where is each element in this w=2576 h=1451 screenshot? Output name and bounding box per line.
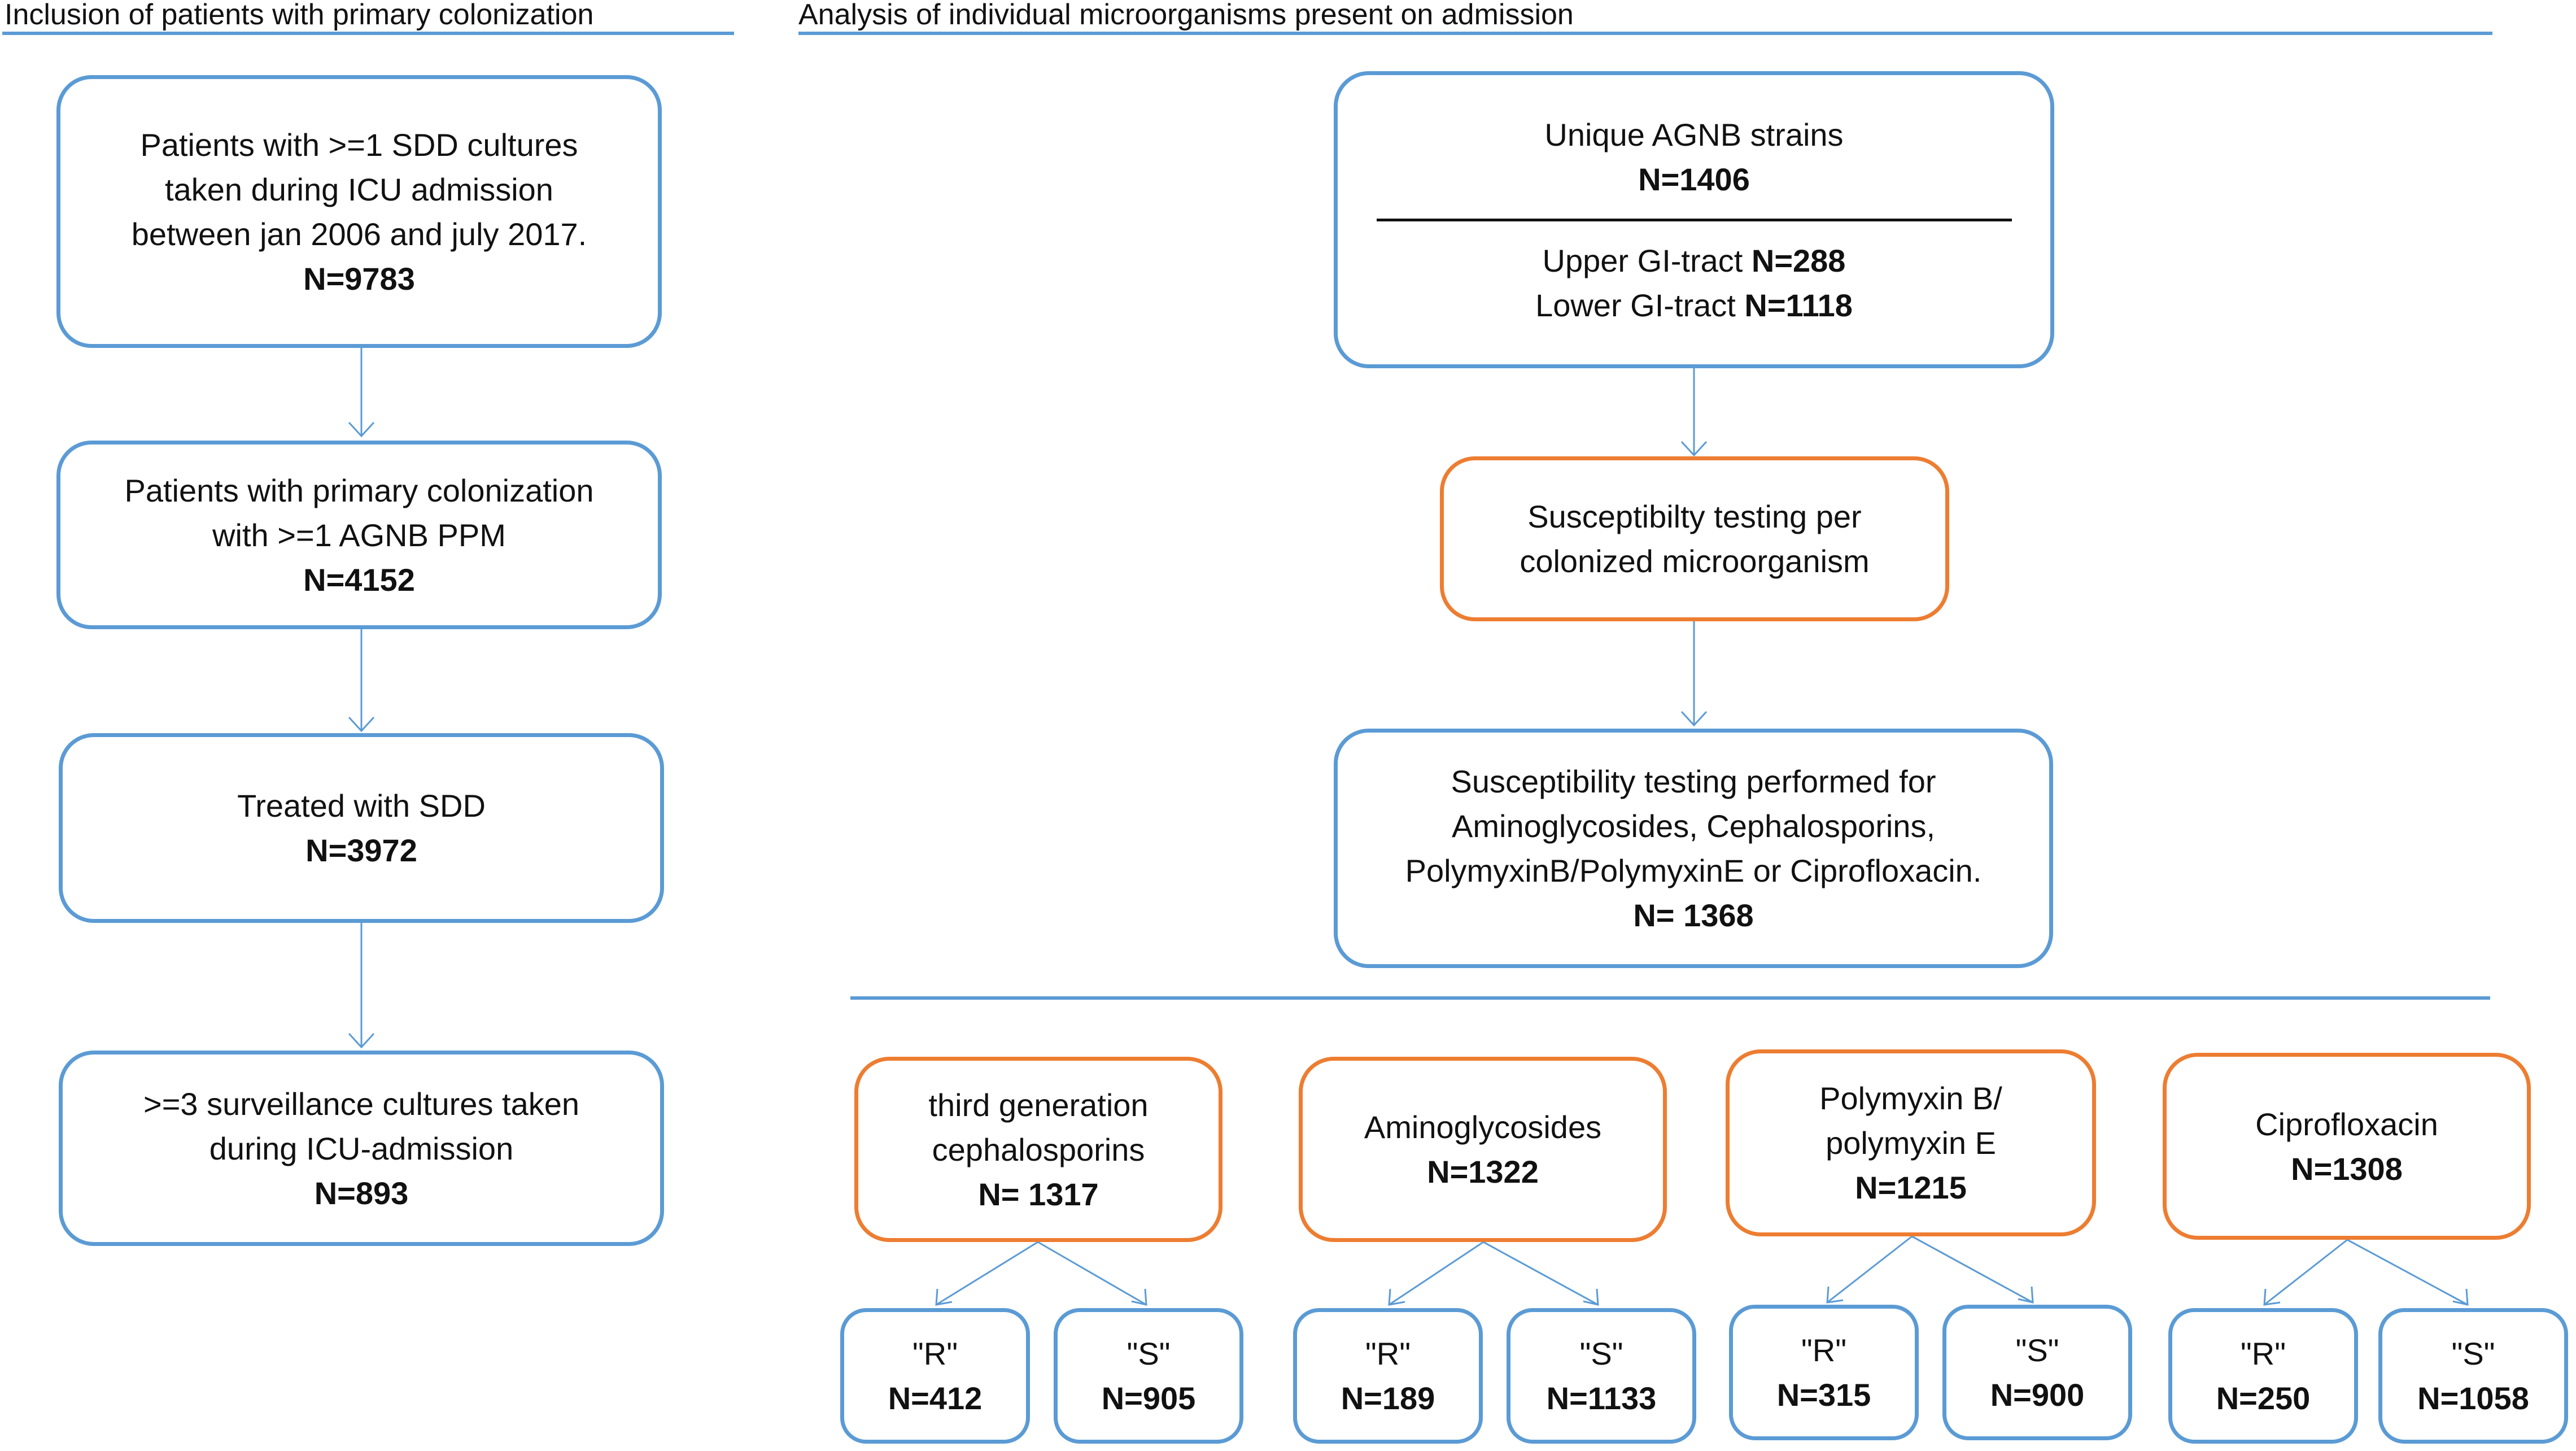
box-primary-colonization: Patients with primary colonization with … — [56, 441, 662, 629]
box-line: Treated with SDD — [237, 788, 486, 823]
left-section-heading: Inclusion of patients with primary colon… — [5, 0, 594, 31]
box-cephalosporins-susceptible: "S" N=905 — [1054, 1308, 1243, 1444]
box-line: between jan 2006 and july 2017. — [131, 216, 587, 252]
susceptible-label: "S" — [1127, 1336, 1171, 1371]
resistant-count: N=315 — [1776, 1377, 1871, 1413]
box-count: N=1215 — [1855, 1170, 1967, 1205]
box-line-upper-gi: Upper GI-tract N=288 — [1543, 238, 1846, 283]
box-line: Patients with primary colonization — [124, 472, 594, 508]
box-ciprofloxacin-resistant: "R" N=250 — [2168, 1308, 2358, 1444]
box-line: Unique AGNB strains — [1544, 116, 1844, 152]
box-line: >=3 surveillance cultures taken — [143, 1086, 579, 1122]
left-section-rule — [2, 32, 734, 35]
box-count: N= 1368 — [1633, 897, 1754, 933]
susceptible-label: "S" — [2451, 1336, 2495, 1371]
resistant-label: "R" — [1801, 1332, 1847, 1368]
antibiotic-groups-rule — [850, 996, 2490, 1000]
box-line: Ciprofloxacin — [2255, 1106, 2438, 1142]
box-treated-sdd: Treated with SDD N=3972 — [59, 733, 664, 923]
resistant-label: "R" — [2240, 1336, 2286, 1371]
box-count: N=1322 — [1427, 1154, 1539, 1189]
box-cephalosporins: third generation cephalosporins N= 1317 — [854, 1057, 1222, 1242]
box-count: N=3972 — [305, 833, 417, 868]
box-agnb-strains: Unique AGNB strains N=1406 Upper GI-trac… — [1334, 71, 2054, 368]
box-aminoglycosides-susceptible: "S" N=1133 — [1507, 1308, 1696, 1444]
resistant-count: N=412 — [888, 1380, 983, 1416]
box-count: N=893 — [314, 1175, 409, 1211]
lower-gi-label: Lower GI-tract — [1535, 287, 1736, 323]
box-line: polymyxin E — [1826, 1125, 1996, 1161]
box-line: cephalosporins — [932, 1131, 1145, 1167]
lower-gi-count: N=1118 — [1744, 287, 1853, 323]
box-separator — [1376, 218, 2012, 221]
box-line: Susceptibilty testing per — [1527, 499, 1862, 534]
box-count: N= 1317 — [978, 1176, 1099, 1212]
box-line: Patients with >=1 SDD cultures — [140, 127, 578, 163]
susceptible-label: "S" — [2015, 1332, 2059, 1368]
box-count: N=1406 — [1638, 161, 1750, 197]
box-polymyxin-susceptible: "S" N=900 — [1942, 1305, 2132, 1440]
upper-gi-count: N=288 — [1751, 242, 1846, 278]
susceptible-count: N=900 — [1990, 1377, 2085, 1413]
box-aminoglycosides: Aminoglycosides N=1322 — [1299, 1057, 1667, 1242]
right-section-rule — [798, 32, 2492, 35]
resistant-label: "R" — [912, 1336, 958, 1371]
resistant-count: N=189 — [1341, 1380, 1435, 1416]
susceptible-count: N=1058 — [2417, 1380, 2529, 1416]
resistant-count: N=250 — [2216, 1380, 2311, 1416]
resistant-label: "R" — [1365, 1336, 1411, 1371]
susceptible-count: N=905 — [1101, 1380, 1196, 1416]
box-aminoglycosides-resistant: "R" N=189 — [1293, 1308, 1483, 1444]
box-line: Polymyxin B/ — [1819, 1080, 2002, 1116]
box-line: Aminoglycosides — [1364, 1109, 1602, 1145]
box-polymyxin: Polymyxin B/ polymyxin E N=1215 — [1726, 1049, 2096, 1236]
box-ciprofloxacin: Ciprofloxacin N=1308 — [2163, 1053, 2531, 1240]
box-line: third generation — [928, 1087, 1149, 1123]
box-sdd-cultures: Patients with >=1 SDD cultures taken dur… — [56, 75, 662, 348]
box-cephalosporins-resistant: "R" N=412 — [840, 1308, 1030, 1444]
box-line: Susceptibility testing performed for — [1451, 764, 1936, 799]
box-line: PolymyxinB/PolymyxinE or Ciprofloxacin. — [1405, 853, 1982, 888]
upper-gi-label: Upper GI-tract — [1542, 242, 1743, 278]
susceptible-count: N=1133 — [1546, 1380, 1657, 1416]
box-line: taken during ICU admission — [165, 171, 553, 207]
box-line-lower-gi: Lower GI-tract N=1118 — [1535, 283, 1853, 328]
box-line: with >=1 AGNB PPM — [212, 517, 506, 553]
box-testing-performed: Susceptibility testing performed for Ami… — [1334, 729, 2053, 968]
box-polymyxin-resistant: "R" N=315 — [1729, 1305, 1919, 1440]
box-count: N=9783 — [303, 260, 415, 297]
box-count: N=1308 — [2291, 1151, 2403, 1187]
box-line: colonized microorganism — [1520, 543, 1870, 579]
box-surveillance-cultures: >=3 surveillance cultures taken during I… — [59, 1051, 664, 1246]
box-ciprofloxacin-susceptible: "S" N=1058 — [2378, 1308, 2568, 1444]
box-count: N=4152 — [303, 561, 415, 598]
box-susceptibility-testing: Susceptibilty testing per colonized micr… — [1440, 456, 1949, 621]
susceptible-label: "S" — [1579, 1336, 1623, 1371]
right-section-heading: Analysis of individual microorganisms pr… — [798, 0, 1574, 31]
box-line: Aminoglycosides, Cephalosporins, — [1452, 808, 1935, 844]
box-line: during ICU-admission — [209, 1130, 514, 1166]
